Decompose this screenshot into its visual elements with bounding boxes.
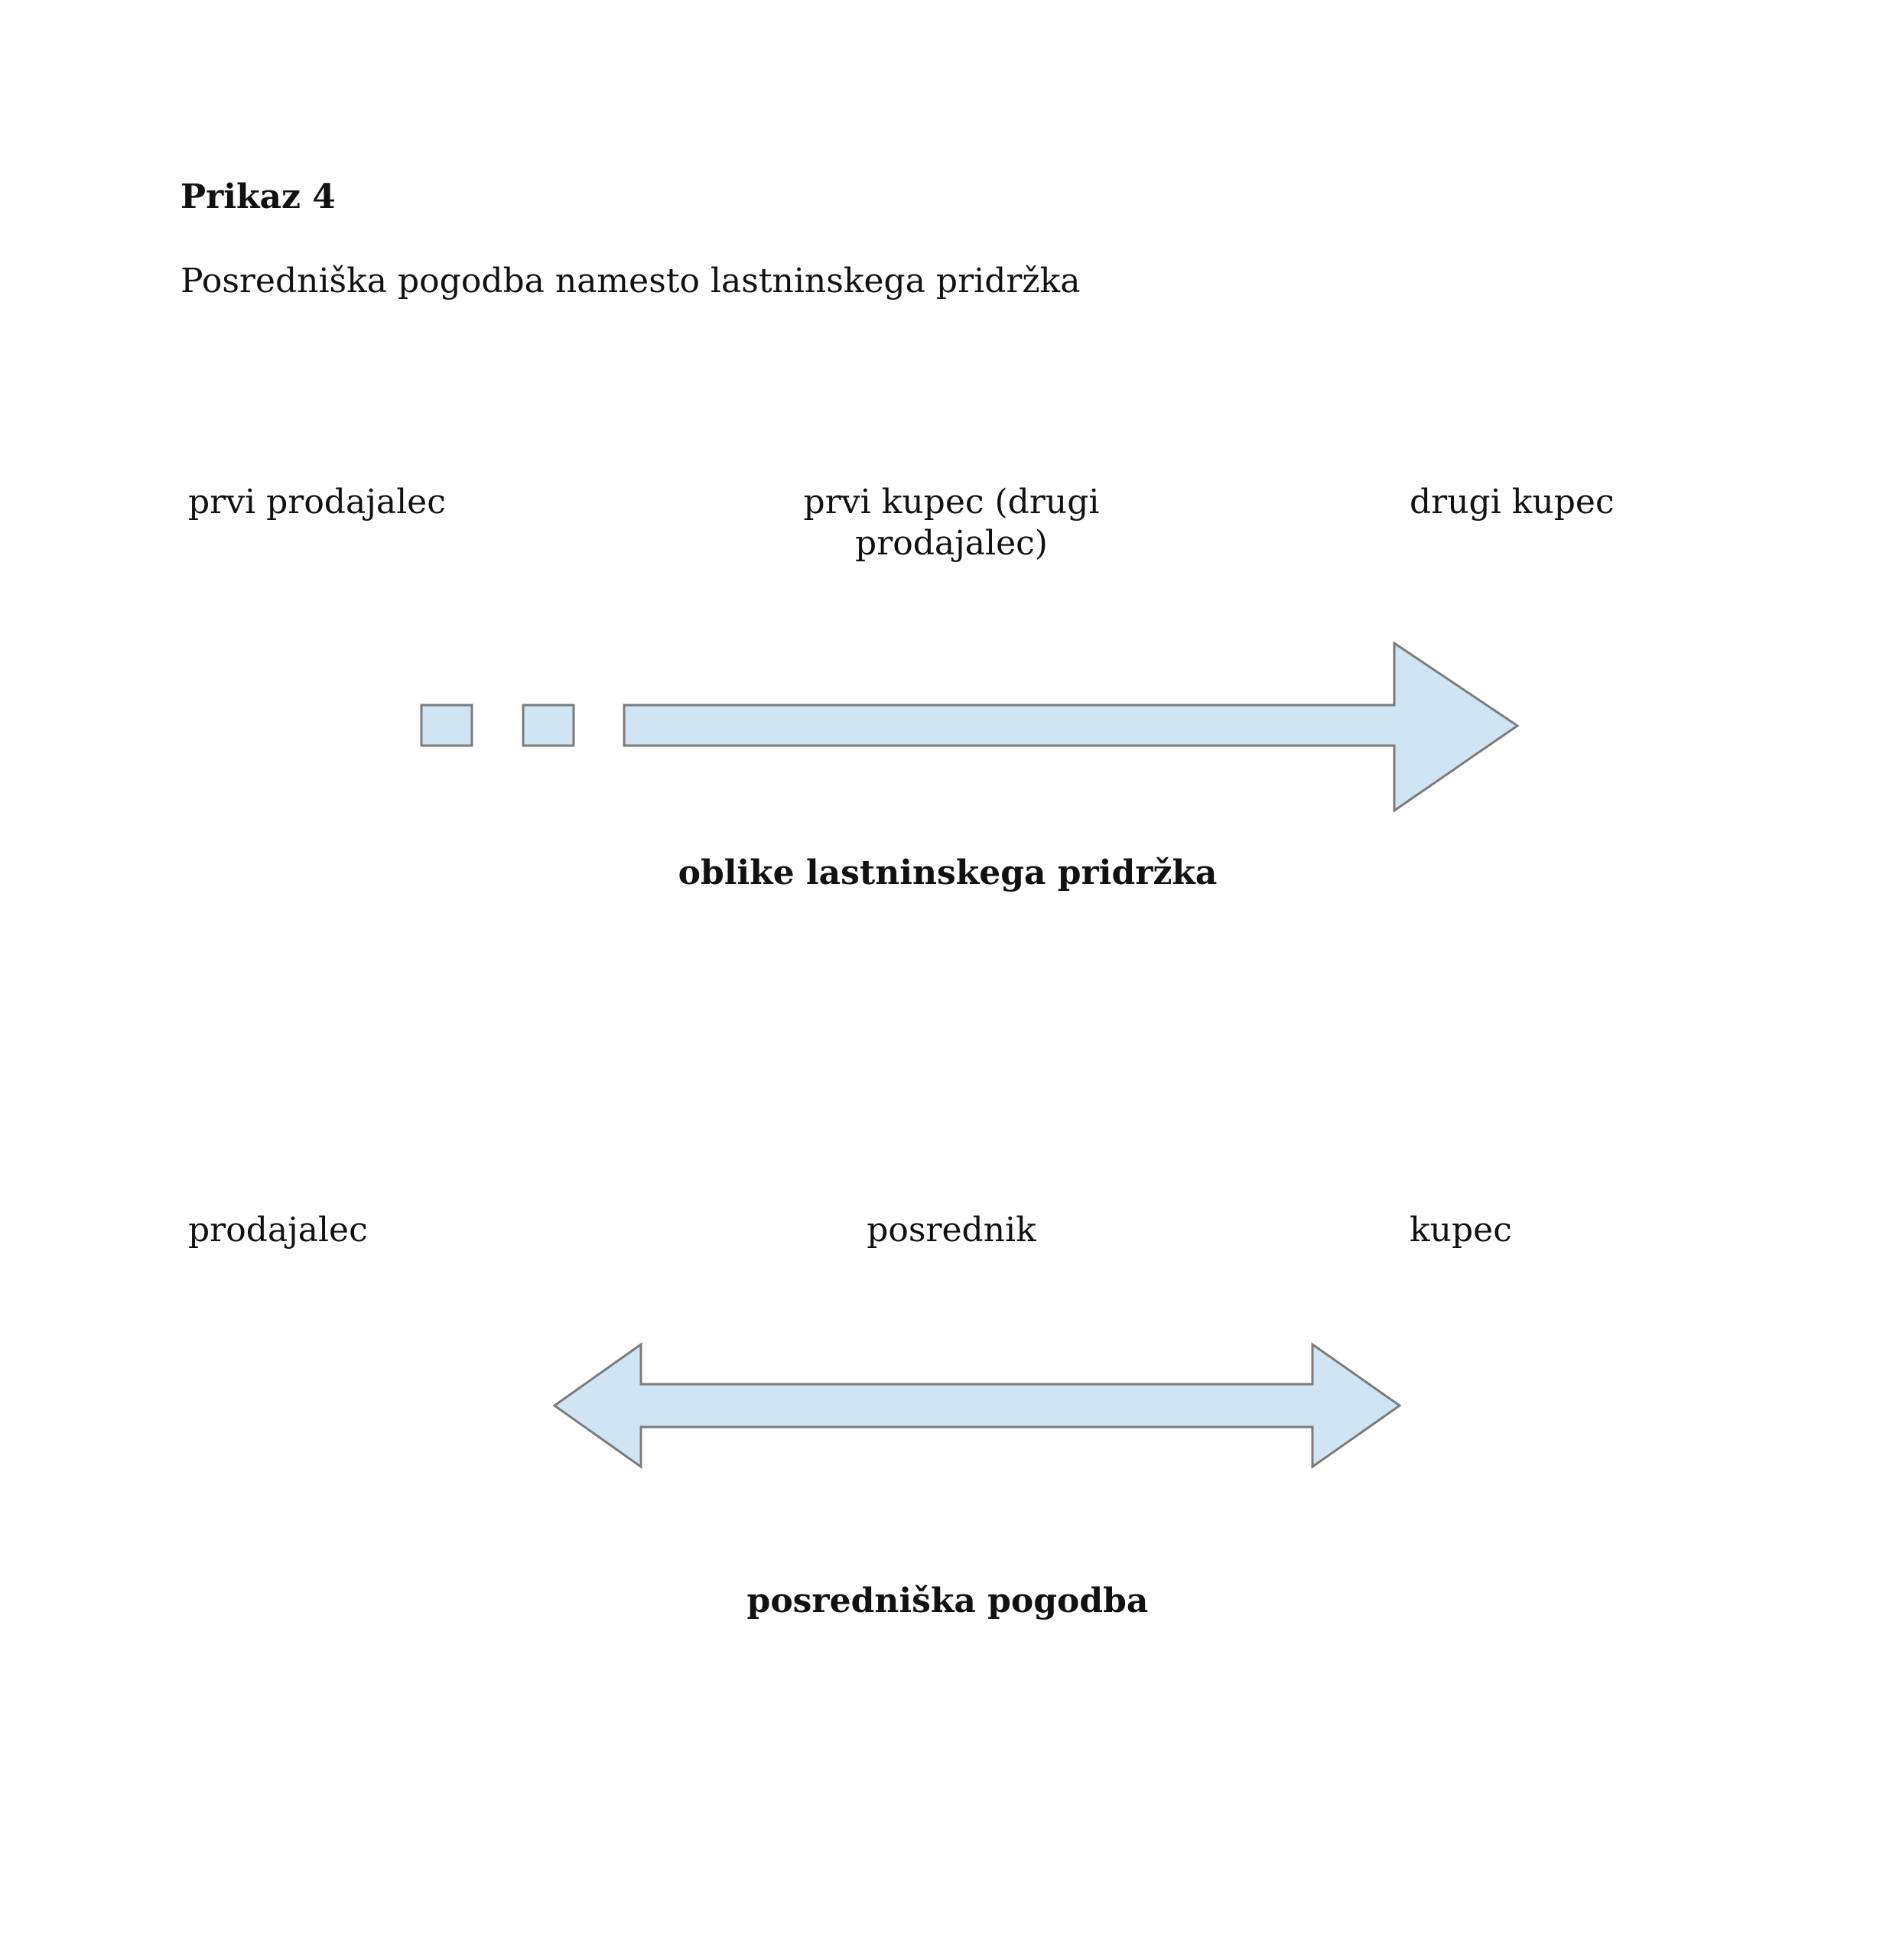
figure-title: Posredniška pogodba namesto lastninskega… bbox=[180, 262, 1081, 301]
dash-square-1 bbox=[420, 704, 473, 747]
double-arrow bbox=[552, 1342, 1402, 1469]
party-first-seller: prvi prodajalec bbox=[188, 483, 446, 522]
right-arrow bbox=[623, 641, 1520, 813]
top-arrow-label: oblike lastninskega pridržka bbox=[678, 853, 1218, 892]
party-first-buyer-line2: prodajalec) bbox=[855, 524, 1048, 563]
dash-square-2 bbox=[522, 704, 575, 747]
party-second-buyer: drugi kupec bbox=[1410, 483, 1615, 522]
party-seller: prodajalec bbox=[188, 1211, 368, 1250]
party-intermediary: posrednik bbox=[867, 1211, 1036, 1250]
party-first-buyer: prvi kupec (drugi prodajalec) bbox=[791, 482, 1112, 564]
party-buyer: kupec bbox=[1410, 1211, 1512, 1250]
bottom-arrow-label: posredniška pogodba bbox=[746, 1581, 1149, 1620]
figure-number: Prikaz 4 bbox=[180, 177, 336, 216]
party-first-buyer-line1: prvi kupec (drugi bbox=[803, 483, 1100, 522]
